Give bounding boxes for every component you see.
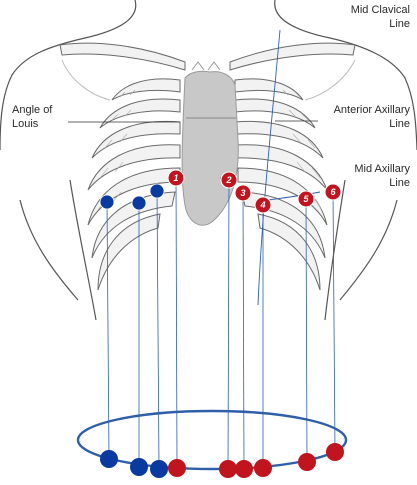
angle-of-louis-label-line2: Louis: [12, 118, 39, 130]
lead-numbers: 1 2 3 4 5 6: [173, 173, 336, 210]
mid-clavical-label-line2: Line: [389, 18, 410, 30]
lead-3-electrode: [234, 184, 252, 202]
mid-axillary-label-line2: Line: [389, 177, 410, 189]
lead-5-electrode: [297, 190, 315, 208]
left-ribs: [87, 78, 181, 291]
lead-4-label: 4: [259, 200, 265, 210]
lead-1-electrode: [167, 169, 185, 187]
ring-blue-electrode: [150, 460, 168, 478]
ring-red-electrode: [219, 460, 237, 478]
right-ribs: [234, 78, 328, 291]
blue-electrode: [99, 194, 115, 210]
ring-blue-electrodes: [100, 450, 168, 478]
lead-2-label: 2: [225, 175, 231, 185]
limb-ring: [76, 409, 348, 471]
chest-red-electrodes: [167, 169, 342, 214]
ring-blue-electrode: [130, 458, 148, 476]
heart-sternum: [181, 61, 239, 226]
angle-of-louis-label-line1: Angle of: [12, 104, 53, 116]
anatomical-guide-lines: [257, 29, 321, 306]
lead-5-label: 5: [303, 194, 309, 204]
lead-6-label: 6: [330, 187, 336, 197]
ring-red-electrode: [298, 453, 316, 471]
anterior-axillary-label-line2: Line: [389, 118, 410, 130]
lead-4-electrode: [254, 196, 272, 214]
chest-blue-electrodes: [99, 183, 165, 211]
ring-red-electrode: [326, 443, 344, 461]
mid-clavical-label-line1: Mid Clavical: [351, 4, 410, 16]
blue-electrode: [131, 195, 147, 211]
lead-drop-lines: [106, 177, 336, 470]
lead-3-label: 3: [240, 188, 245, 198]
clavicles: [59, 42, 356, 71]
rib-hatching: [97, 89, 323, 211]
lead-6-electrode: [324, 183, 342, 201]
lead-2-electrode: [220, 171, 238, 189]
lead-1-label: 1: [173, 173, 178, 183]
ring-red-electrodes: [168, 443, 344, 478]
anatomical-labels: Mid Clavical Line Angle of Louis Anterio…: [12, 4, 410, 189]
scapula-shading: [61, 59, 356, 101]
mid-axillary-label-line1: Mid Axillary: [354, 163, 410, 175]
anterior-axillary-label-line1: Anterior Axillary: [334, 104, 411, 116]
ring-red-electrode: [235, 460, 253, 478]
lead-connector-line: [267, 191, 321, 201]
torso-outline: [0, 0, 417, 321]
ring-red-electrode: [168, 459, 186, 477]
blue-electrode: [149, 183, 165, 199]
mid-clavical-guide-line: [257, 29, 281, 306]
ring-red-electrode: [254, 459, 272, 477]
ring-blue-electrode: [100, 450, 118, 468]
